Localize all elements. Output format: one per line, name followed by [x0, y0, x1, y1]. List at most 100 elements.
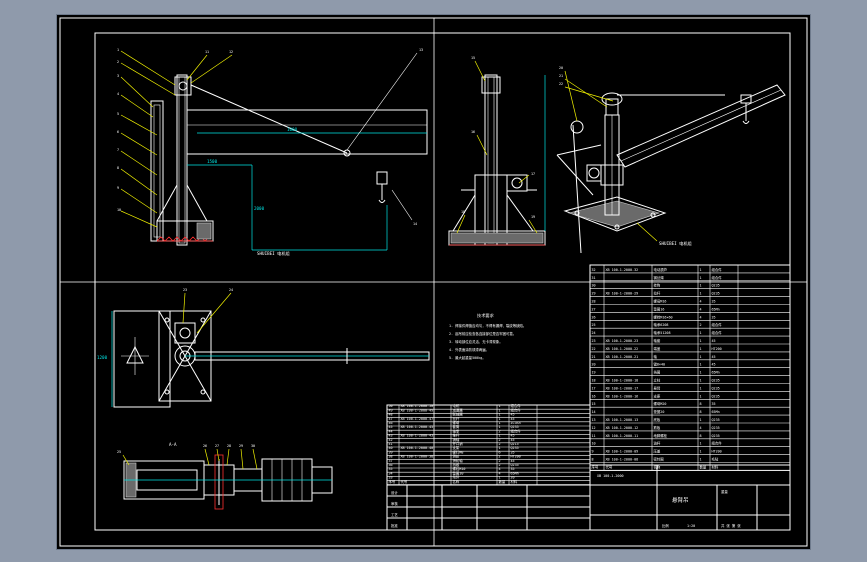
- bom-right-cell-no: 24: [592, 331, 596, 335]
- section-label: A-A: [169, 442, 177, 447]
- bom-right-cell-no: 21: [592, 355, 596, 359]
- bom-left-cell-no: 37: [389, 459, 393, 463]
- bom-right-cell-no: 12: [592, 426, 596, 430]
- bom-right-cell-mat: 组合件: [712, 275, 723, 280]
- bom-right-cell-qty: 4: [700, 307, 702, 311]
- bom-left-cell-name: 套筒: [453, 424, 460, 429]
- bom-left-cell-qty: 数量: [499, 479, 506, 484]
- balloon-17: 17: [531, 172, 535, 176]
- bom-right-cell-code: XB 100-1-2000-16: [606, 394, 639, 398]
- bom-left-cell-mat: ZCuSn: [511, 421, 521, 425]
- bom-left-cell-mat: 65Mn: [511, 471, 519, 475]
- bom-right-cell-qty: 4: [700, 426, 702, 430]
- bom-left-cell-code: XB 100-1-2000-43: [401, 434, 434, 438]
- bom-right-cell-qty: 1: [700, 268, 702, 272]
- bom-right-cell-no: 22: [592, 347, 596, 351]
- bom-right-cell-mat: 组合件: [712, 322, 723, 327]
- bom-right-cell-name: 轴套: [654, 338, 661, 343]
- bom-right-cell-qty: 1: [700, 284, 702, 288]
- bom-left-cell-no: 41: [389, 442, 393, 446]
- tb-scale-label: 比例: [662, 523, 669, 528]
- bom-right-cell-qty: 4: [700, 300, 702, 304]
- balloon-25: 25: [117, 450, 121, 454]
- tb-drawing-no: XB 100-1-2000: [597, 474, 624, 478]
- bom-left-cell-name: 挡板: [453, 462, 460, 467]
- bom-left-cell-qty: 2: [499, 455, 501, 459]
- bom-right-cell-qty: 1: [700, 442, 702, 446]
- bom-right-cell-no: 19: [592, 371, 596, 375]
- balloon-10: 10: [117, 208, 121, 212]
- bom-right-cell-code: XB 100-1-2000-08: [606, 458, 639, 462]
- bom-left-cell-code: 代号: [401, 479, 408, 484]
- top-view: 1200 23 24: [97, 288, 430, 408]
- drawing-viewport[interactable]: 1000 1500 2000 1 2 3 4 5 6 7 8 9 10: [56, 14, 811, 550]
- bom-left-cell-no: 38: [389, 455, 393, 459]
- bom-left-cell-no: 46: [389, 421, 393, 425]
- front-view: 15 16 17 18 19: [448, 56, 546, 246]
- bom-right-cell-no: 27: [592, 307, 596, 311]
- drawing-title: 悬臂吊: [672, 496, 689, 504]
- bom-right-cell-mat: Q235: [712, 284, 720, 288]
- bom-right-cell-code: XB 100-1-2000-09: [606, 450, 639, 454]
- bom-right-cell-name: 立柱: [654, 378, 661, 383]
- bom-left-cell-qty: 4: [499, 467, 501, 471]
- bom-left-cell-mat: 20: [511, 476, 515, 480]
- balloon-5: 5: [117, 112, 119, 116]
- tb-scale: 1:20: [687, 524, 695, 528]
- bom-right-cell-name: 底板: [654, 417, 661, 422]
- bom-right-cell-qty: 1: [700, 331, 702, 335]
- tb-label-process: 工艺: [391, 512, 398, 517]
- isometric-view: 20 21 22 SHUIBEI 电机组: [556, 66, 786, 254]
- bom-left-cell-name: 减速器: [453, 407, 464, 412]
- balloon-7: 7: [117, 148, 119, 152]
- bom-right-cell-no: 15: [592, 402, 596, 406]
- balloon-27: 27: [215, 444, 219, 448]
- bom-right-cell-name: 轴承6208: [654, 322, 669, 327]
- bom-left-cell-mat: 45: [511, 438, 515, 442]
- dim-label-3: 2000: [254, 206, 265, 211]
- bom-left-cell-no: 43: [389, 434, 393, 438]
- bom-right-cell-mat: 毛毡: [712, 457, 719, 462]
- bom-right-cell-name: 端盖: [654, 346, 661, 351]
- note-4: 4. 外表面涂防锈漆两遍。: [449, 347, 489, 352]
- bom-right-cell-mat: Q235: [712, 418, 720, 422]
- balloon-14: 14: [413, 222, 417, 226]
- bom-right-cell-name: 支座: [654, 393, 661, 398]
- balloon-1: 1: [117, 48, 119, 52]
- bom-right-cell-qty: 1: [700, 418, 702, 422]
- bom-left-cell-qty: 1: [499, 425, 501, 429]
- bom-right-cell-no: 20: [592, 363, 596, 367]
- bom-right-cell-qty: 1: [700, 339, 702, 343]
- bom-right-cell-qty: 1: [700, 450, 702, 454]
- bom-right-cell-mat: HT200: [712, 347, 722, 351]
- tb-weight-label: 重量: [721, 489, 728, 494]
- bom-right-cell-qty: 8: [700, 410, 702, 414]
- bom-right-cell-qty: 1: [700, 394, 702, 398]
- bom-right-cell-qty: 1: [700, 371, 702, 375]
- bom-left-cell-qty: 1: [499, 476, 501, 480]
- balloon-26: 26: [203, 444, 207, 448]
- bom-right-cell-mat: 组合件: [712, 330, 723, 335]
- bom-right-cell-name: 垫圈20: [654, 409, 665, 414]
- bom-right-cell-name: 钢丝绳: [654, 275, 665, 280]
- bom-right-cell-mat: 65Mn: [712, 371, 720, 375]
- balloon-22: 22: [559, 82, 563, 86]
- bom-left-cell-code: XB 100-1-2000-40: [401, 446, 434, 450]
- balloon-11: 11: [205, 50, 209, 54]
- bom-left-cell-name: 滑轮轴: [453, 458, 464, 463]
- bom-right-cell-code: XB 100-1-2000-18: [606, 379, 639, 383]
- balloon-24: 24: [229, 288, 233, 292]
- bom-right-cell-name: 筋板: [654, 425, 661, 430]
- balloon-16: 16: [471, 130, 475, 134]
- bom-right-cell-code: XB 100-1-2000-11: [606, 434, 639, 438]
- bom-left-cell-name: 螺栓M10: [453, 466, 466, 471]
- bom-right-cell-no: 25: [592, 323, 596, 327]
- bom-left-cell-mat: 35: [511, 450, 515, 454]
- title-block: 悬臂吊 设计 审核 工艺 批准 比例 1:20 共 张 第 张 XB 100-1…: [386, 464, 791, 531]
- bom-right-cell-mat: 35: [712, 300, 716, 304]
- bom-left-cell-qty: 1: [499, 446, 501, 450]
- bom-right-cell-mat: Q235: [712, 379, 720, 383]
- bom-right-cell-no: 16: [592, 394, 596, 398]
- bom-right-cell-name: 挂钩: [654, 283, 661, 288]
